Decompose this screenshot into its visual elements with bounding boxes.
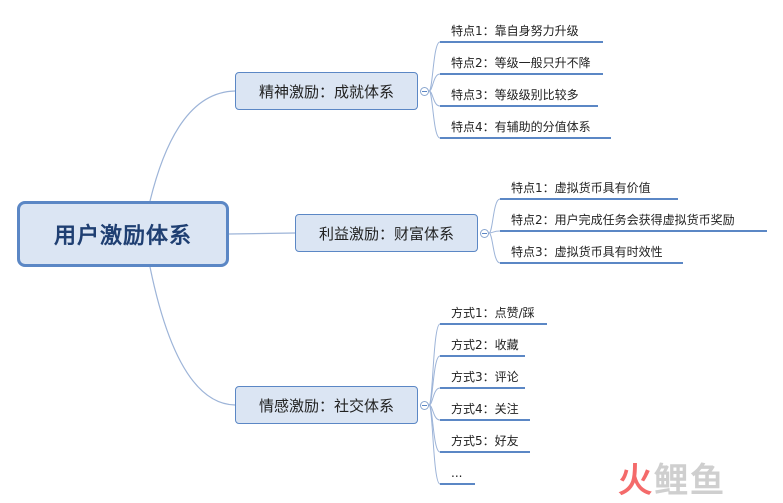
leaf-item[interactable]: 特点2：等级一般只升不降 bbox=[451, 56, 591, 70]
collapse-toggle-icon[interactable] bbox=[480, 229, 489, 238]
leaf-item[interactable]: 方式4：关注 bbox=[451, 402, 519, 416]
watermark-char: 火 bbox=[618, 461, 652, 501]
watermark-logo: 火 鲤 鱼 bbox=[618, 462, 724, 500]
connector-curve bbox=[488, 230, 501, 234]
collapse-toggle-icon[interactable] bbox=[420, 87, 429, 96]
leaf-item[interactable]: 特点1：靠自身努力升级 bbox=[451, 24, 579, 38]
root-node-label: 用户激励体系 bbox=[53, 224, 192, 249]
watermark-char: 鲤 bbox=[654, 461, 688, 501]
connector-curve bbox=[428, 90, 441, 139]
leaf-item[interactable]: 特点4：有辅助的分值体系 bbox=[451, 120, 591, 134]
branch-node-label: 情感激励：社交体系 bbox=[258, 396, 394, 415]
connector-curve bbox=[428, 90, 441, 107]
leaf-item[interactable]: 特点3：虚拟货币具有时效性 bbox=[511, 245, 663, 259]
leaf-item[interactable]: 方式1：点赞/踩 bbox=[451, 306, 535, 320]
connector-curve bbox=[428, 73, 441, 92]
connector-curve bbox=[228, 232, 296, 235]
branch-node-label: 精神激励：成就体系 bbox=[258, 82, 394, 101]
connector-curve bbox=[149, 90, 236, 202]
leaf-item[interactable]: 特点3：等级级别比较多 bbox=[451, 88, 579, 102]
connector-curve bbox=[149, 266, 236, 406]
leaf-item[interactable]: 方式5：好友 bbox=[451, 434, 519, 448]
connector-curve bbox=[428, 41, 441, 92]
collapse-toggle-icon[interactable] bbox=[420, 401, 429, 410]
watermark-char: 鱼 bbox=[690, 461, 724, 501]
branch-node-label: 利益激励：财富体系 bbox=[318, 224, 454, 243]
root-node[interactable]: 用户激励体系 bbox=[17, 201, 229, 267]
connector-curve bbox=[428, 355, 441, 406]
branch-node-spiritual[interactable]: 精神激励：成就体系 bbox=[235, 72, 418, 110]
leaf-item[interactable]: 特点2：用户完成任务会获得虚拟货币奖励 bbox=[511, 213, 735, 227]
leaf-item[interactable]: 方式2：收藏 bbox=[451, 338, 519, 352]
branch-node-emotional[interactable]: 情感激励：社交体系 bbox=[235, 386, 418, 424]
branch-node-benefit[interactable]: 利益激励：财富体系 bbox=[295, 214, 478, 252]
connector-curve bbox=[488, 232, 501, 264]
connector-curve bbox=[488, 198, 501, 234]
connector-curve bbox=[428, 387, 441, 406]
leaf-item[interactable]: 方式3：评论 bbox=[451, 370, 519, 384]
leaf-item[interactable]: 特点1：虚拟货币具有价值 bbox=[511, 181, 651, 195]
leaf-item[interactable]: ... bbox=[451, 466, 463, 480]
connector-curve bbox=[428, 404, 441, 485]
